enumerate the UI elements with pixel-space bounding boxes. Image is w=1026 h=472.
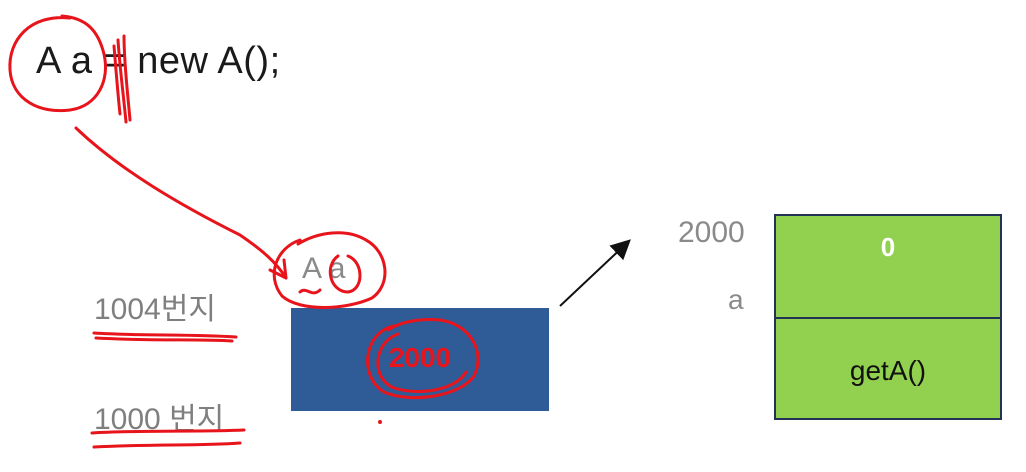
- code-type: A: [36, 40, 60, 82]
- heap-method-cell: getA(): [776, 319, 1000, 420]
- red-dot-mark: [378, 420, 382, 424]
- code-variable: a: [70, 40, 93, 82]
- stack-label-underline: [298, 288, 322, 295]
- heap-field-cell: 0: [776, 216, 1000, 319]
- heap-address-label: 2000: [678, 216, 745, 249]
- reference-arrow: [559, 239, 631, 307]
- address-1004-underline: [92, 331, 238, 343]
- stack-reference-value: 2000: [388, 342, 452, 373]
- heap-field-label: a: [728, 284, 744, 315]
- address-1004: 1004번지: [94, 293, 216, 326]
- heap-object-box: 0 getA(): [774, 214, 1002, 420]
- address-1000: 1000 번지: [94, 403, 225, 436]
- red-pointer-line: [74, 126, 288, 280]
- heap-field-value: 0: [880, 232, 896, 262]
- code-statement: A a = new A();: [36, 40, 281, 83]
- heap-method-label: getA(): [849, 355, 927, 386]
- red-pointer-head: [268, 258, 288, 280]
- code-rest: = new A();: [103, 40, 281, 82]
- stack-variable-label: A a: [302, 252, 346, 285]
- stack-reference-box: 2000: [291, 308, 549, 411]
